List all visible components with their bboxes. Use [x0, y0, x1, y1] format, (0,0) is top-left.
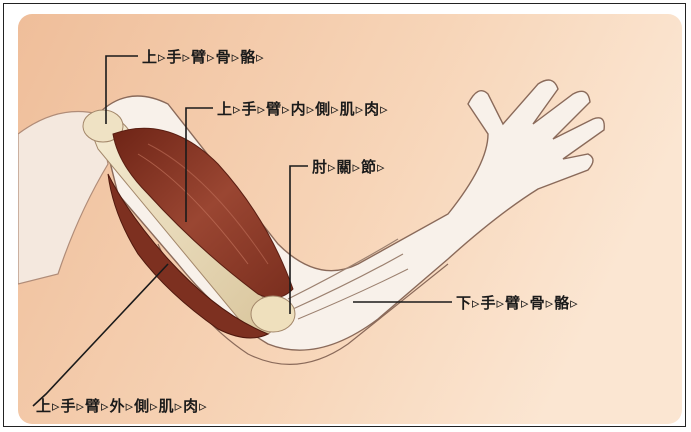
label-humerus: 上▹手▹臂▹骨▹骼▹: [142, 46, 265, 67]
label-forearm-bones: 下▹手▹臂▹骨▹骼▹: [456, 292, 579, 313]
label-triceps: 上▹手▹臂▹外▹側▹肌▹肉▹: [36, 395, 208, 416]
label-elbow-joint: 肘▹關▹節▹: [312, 156, 386, 177]
label-biceps: 上▹手▹臂▹内▹側▹肌▹肉▹: [217, 98, 389, 119]
figure-frame: 上▹手▹臂▹骨▹骼▹ 上▹手▹臂▹内▹側▹肌▹肉▹ 肘▹關▹節▹ 下▹手▹臂▹骨…: [3, 3, 686, 427]
elbow-joint-shape: [251, 296, 295, 332]
background: [18, 14, 682, 424]
arm-anatomy-illustration: [18, 14, 682, 424]
illustration-panel: 上▹手▹臂▹骨▹骼▹ 上▹手▹臂▹内▹側▹肌▹肉▹ 肘▹關▹節▹ 下▹手▹臂▹骨…: [18, 14, 682, 424]
